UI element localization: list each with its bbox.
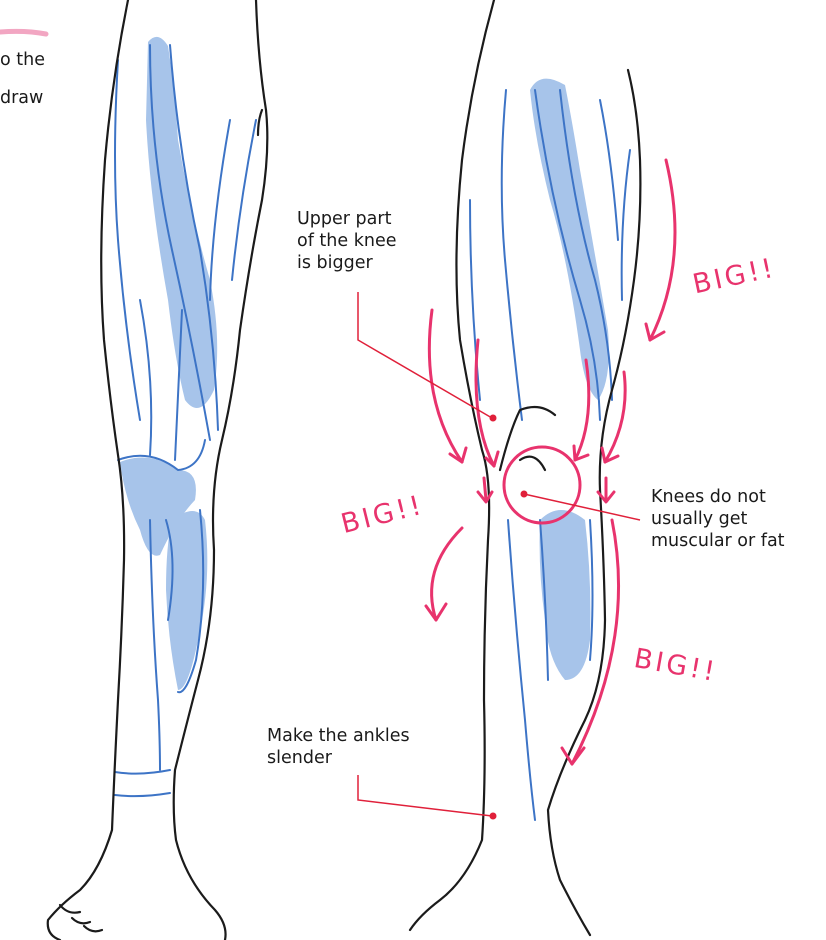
note-upper-knee-line3: is bigger [297,252,396,274]
leader-knees [524,494,640,520]
cutoff-text-line2: draw [0,87,43,109]
cutoff-text-line1: o the [0,49,45,71]
right-leg [410,0,640,935]
note-ankles: Make the ankles slender [267,725,410,769]
dot-upper-knee [490,415,497,422]
note-knees-line2: usually get [651,508,785,530]
leader-dots [490,415,528,820]
arrow-upper-right-big [650,160,675,340]
arrow-upper-right-mid [605,372,625,462]
note-upper-knee-line2: of the knee [297,230,396,252]
note-knees-line3: muscular or fat [651,530,785,552]
note-upper-knee-line1: Upper part [297,208,396,230]
left-leg [48,0,268,940]
leader-ankles [358,775,492,816]
dot-ankle [490,813,497,820]
note-upper-knee: Upper part of the knee is bigger [297,208,396,274]
left-leg-muscle-lines [115,45,256,796]
dot-knee-center [521,491,528,498]
arrow-upper-right-small [575,360,589,460]
arrow-lower-left [432,528,462,620]
knee-circle [504,447,580,523]
pink-highlight-bar [0,31,46,34]
arrow-upper-left-inner [476,340,494,466]
note-ankles-line2: slender [267,747,410,769]
arrow-upper-left-outer [429,310,462,462]
right-leg-outline [410,0,640,935]
note-knees: Knees do not usually get muscular or fat [651,486,785,552]
note-knees-line1: Knees do not [651,486,785,508]
note-ankles-line1: Make the ankles [267,725,410,747]
